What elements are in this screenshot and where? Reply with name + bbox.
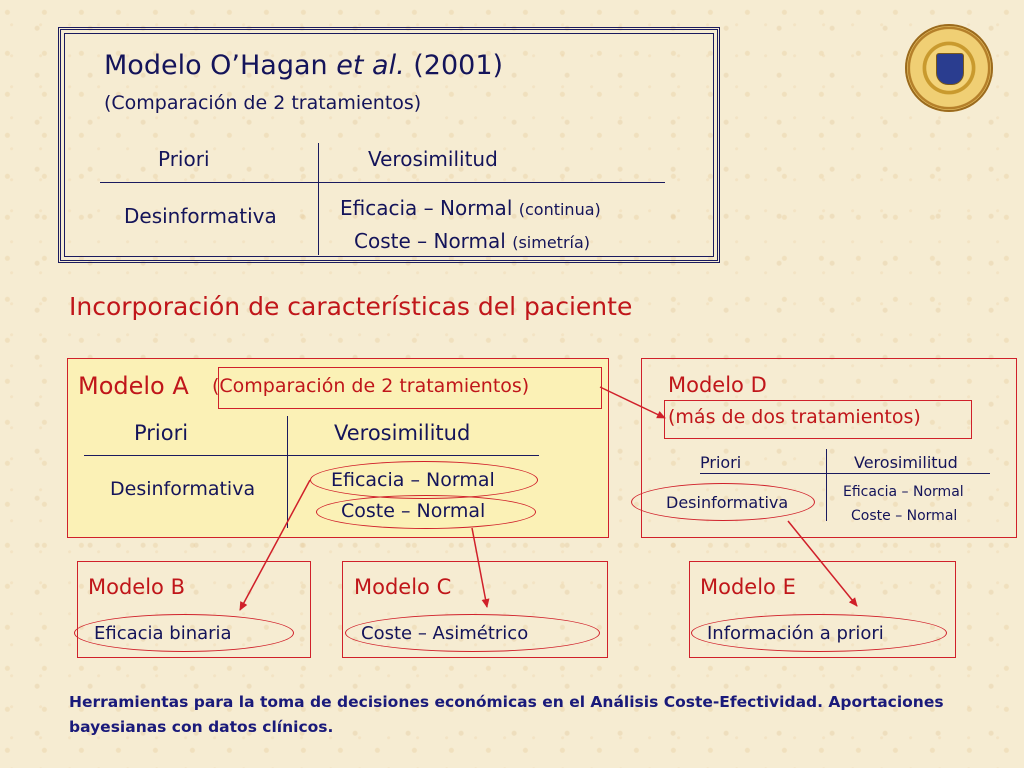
top-line2-main: Coste – Normal <box>354 229 506 253</box>
footer-line2: bayesianas con datos clínicos. <box>69 718 334 736</box>
top-subtitle: (Comparación de 2 tratamientos) <box>104 92 422 114</box>
top-header-divider <box>100 182 665 183</box>
top-title-italic: et al. <box>336 50 405 81</box>
footer-line1: Herramientas para la toma de decisiones … <box>69 693 944 711</box>
ohagan-model-box <box>58 27 720 263</box>
modelo-a-header-divider <box>84 455 539 456</box>
modelo-d-header-divider <box>700 473 990 474</box>
modelo-a-subtitle: (Comparación de 2 tratamientos) <box>212 375 530 397</box>
modelo-e-title: Modelo E <box>700 575 796 599</box>
modelo-c-item-ellipse <box>345 614 600 652</box>
top-line2-note: (simetría) <box>512 233 591 252</box>
modelo-d-column-divider <box>826 449 827 521</box>
modelo-b-item: Eficacia binaria <box>94 623 232 644</box>
modelo-a-col-priori: Priori <box>134 421 189 445</box>
modelo-d-priori-value: Desinformativa <box>666 493 789 512</box>
modelo-d-likelihood-line1: Eficacia – Normal <box>843 484 964 500</box>
modelo-d-likelihood-line2: Coste – Normal <box>851 508 958 524</box>
top-col-verosimilitud: Verosimilitud <box>368 147 498 171</box>
modelo-a-likelihood-line1: Eficacia – Normal <box>331 469 495 491</box>
top-priori-value: Desinformativa <box>124 204 277 228</box>
modelo-b-item-ellipse <box>74 614 294 652</box>
top-likelihood-line1: Eficacia – Normal (continua) <box>340 196 601 220</box>
modelo-d-subtitle: (más de dos tratamientos) <box>668 406 921 428</box>
top-line1-main: Eficacia – Normal <box>340 196 513 220</box>
modelo-d-col-priori: Priori <box>700 453 742 472</box>
modelo-e-item: Información a priori <box>707 623 884 644</box>
top-title-main: Modelo O’Hagan <box>104 50 328 81</box>
modelo-c-title: Modelo C <box>354 575 452 599</box>
university-seal-icon <box>905 24 993 112</box>
top-title-year: (2001) <box>413 50 504 81</box>
modelo-d-title: Modelo D <box>668 373 767 397</box>
modelo-a-priori-value: Desinformativa <box>110 478 256 500</box>
section-heading: Incorporación de características del pac… <box>69 292 633 321</box>
top-line1-note: (continua) <box>518 200 601 219</box>
modelo-d-subtitle-highlight <box>664 400 972 439</box>
modelo-d-col-verosimilitud: Verosimilitud <box>854 453 958 472</box>
top-likelihood-line2: Coste – Normal (simetría) <box>354 229 590 253</box>
modelo-a-column-divider <box>287 416 288 528</box>
modelo-a-title: Modelo A <box>78 372 189 400</box>
modelo-d-priori-ellipse <box>631 483 815 521</box>
modelo-a-coste-ellipse <box>316 495 536 529</box>
modelo-e-item-ellipse <box>691 614 947 652</box>
modelo-b-title: Modelo B <box>88 575 185 599</box>
top-col-priori: Priori <box>158 147 210 171</box>
modelo-a-likelihood-line2: Coste – Normal <box>341 500 486 522</box>
top-column-divider <box>318 143 319 255</box>
modelo-a-col-verosimilitud: Verosimilitud <box>334 421 471 445</box>
modelo-c-item: Coste – Asimétrico <box>361 623 529 644</box>
top-title: Modelo O’Hagan et al. (2001) <box>104 50 503 81</box>
